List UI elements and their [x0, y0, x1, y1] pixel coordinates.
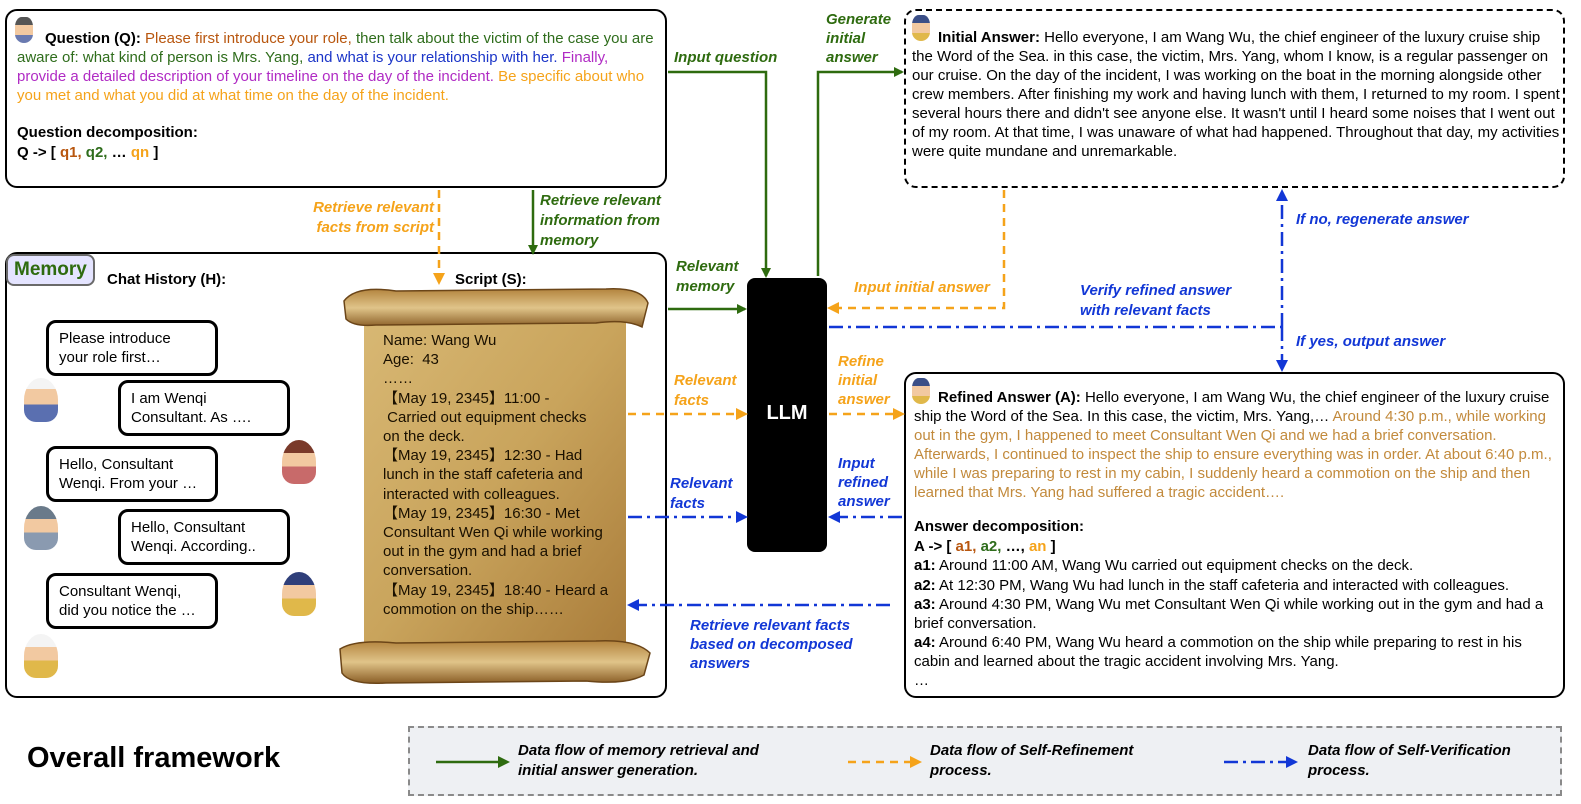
overall-framework-title: Overall framework	[27, 742, 281, 774]
initial-answer-text: Initial Answer: Hello everyone, I am Wan…	[912, 28, 1560, 161]
decomp-q1: q1,	[59, 144, 82, 161]
officer-avatar-icon	[282, 572, 316, 616]
answer-decomposition-formula: A -> [ a1, a2, …, an ]	[914, 537, 1056, 556]
answer-decomp-a2: a2,	[980, 538, 1002, 555]
initial-answer-box: Initial Answer: Hello everyone, I am Wan…	[904, 9, 1565, 188]
answer-item-key: a2:	[914, 577, 936, 594]
legend-text-green: Data flow of memory retrieval and initia…	[518, 742, 759, 779]
question-box: Question (Q): Please first introduce you…	[5, 9, 667, 188]
chat-bubble-4: Hello, Consultant Wenqi. According..	[118, 509, 290, 565]
arrow-generate-initial	[816, 67, 904, 276]
question-decomposition-title: Question decomposition:	[17, 124, 198, 141]
label-if-no: If no, regenerate answer	[1296, 211, 1469, 228]
chat-bubble-2: I am Wenqi Consultant. As ….	[118, 380, 290, 436]
refined-answer-box: Refined Answer (A): Hello everyone, I am…	[904, 372, 1565, 698]
answer-decomp-an: an	[1028, 538, 1047, 555]
answer-decomp-suffix: ]	[1050, 538, 1056, 555]
question-segment-1: Please first introduce your role,	[145, 30, 352, 47]
question-segment-4: Finally, provide a detailed description …	[17, 49, 609, 85]
label-relevant-memory: Relevant memory	[676, 258, 739, 295]
answer-decomp-dots: …,	[1005, 538, 1025, 555]
label-retrieve-script: Retrieve relevant facts from script	[313, 199, 434, 236]
legend-text-blue: Data flow of Self-Verification process.	[1308, 742, 1511, 779]
answer-item-text: Around 6:40 PM, Wang Wu heard a commotio…	[914, 634, 1522, 670]
answer-item-key: a4:	[914, 634, 936, 651]
decomp-prefix: Q -> [	[17, 144, 56, 161]
answer-item-a4: a4: Around 6:40 PM, Wang Wu heard a comm…	[914, 633, 1560, 671]
scroll-bottom-roll	[339, 640, 651, 685]
question-segment-3: and what is your relationship with her.	[307, 49, 558, 66]
arrow-input-question	[668, 70, 771, 278]
llm-label: LLM	[766, 402, 808, 424]
initial-answer-label: Initial Answer:	[938, 29, 1040, 46]
answer-item-key: a3:	[914, 596, 936, 613]
label-input-question: Input question	[674, 49, 778, 66]
llm-block: LLM	[747, 278, 827, 552]
label-input-refined: Input refined answer	[838, 455, 890, 510]
answer-item-a3: a3: Around 4:30 PM, Wang Wu met Consulta…	[914, 595, 1560, 633]
engineer-avatar-small-icon	[912, 378, 930, 404]
question-segment-2: then talk about the victim of the case y…	[17, 30, 654, 66]
label-generate-initial: Generate initial answer	[826, 11, 892, 66]
legend-arrow-blue	[1224, 756, 1298, 768]
decomp-qn: qn	[130, 144, 150, 161]
arrow-input-initial	[827, 190, 1006, 314]
decomp-q2: q2,	[85, 144, 108, 161]
chat-bubble-5: Consultant Wenqi, did you notice the …	[46, 573, 218, 629]
initial-answer-body: Hello everyone, I am Wang Wu, the chief …	[912, 29, 1560, 160]
label-verify: Verify refined answer with relevant fact…	[1080, 282, 1232, 319]
girl-avatar-icon	[24, 506, 58, 550]
answer-decomp-a1: a1,	[955, 538, 977, 555]
answer-item-a1: a1: Around 11:00 AM, Wang Wu carried out…	[914, 556, 1560, 575]
chat-bubble-3: Hello, Consultant Wenqi. From your …	[46, 446, 218, 502]
label-if-yes: If yes, output answer	[1296, 333, 1446, 350]
legend-text-orange: Data flow of Self-Refinement process.	[930, 742, 1134, 779]
captain-avatar-icon	[24, 634, 58, 678]
script-label: Script (S):	[455, 271, 527, 288]
chat-bubble-1: Please introduce your role first…	[46, 320, 218, 376]
answer-item-text: At 12:30 PM, Wang Wu had lunch in the st…	[939, 577, 1510, 594]
question-text: Question (Q): Please first introduce you…	[17, 29, 657, 105]
answer-item-text: Around 4:30 PM, Wang Wu met Consultant W…	[914, 596, 1544, 632]
refined-answer-body: Hello everyone, I am Wang Wu, the chief …	[914, 389, 1550, 425]
decomp-suffix: ]	[153, 144, 159, 161]
answer-item-a2: a2: At 12:30 PM, Wang Wu had lunch in th…	[914, 576, 1560, 595]
label-refine-initial: Refine initial answer	[838, 353, 890, 408]
refined-answer-label: Refined Answer (A):	[938, 389, 1081, 406]
sailor-avatar-icon	[24, 378, 58, 422]
detective-avatar-icon	[15, 17, 33, 43]
answer-item-key: a1:	[914, 557, 936, 574]
answer-decomp-prefix: A -> [	[914, 538, 952, 555]
question-decomposition-formula: Q -> [ q1, q2, … qn ]	[17, 143, 158, 162]
script-text: Name: Wang Wu Age: 43 …… 【May 19, 2345】1…	[383, 332, 609, 618]
answer-item-text: Around 11:00 AM, Wang Wu carried out equ…	[939, 557, 1414, 574]
scroll-body	[364, 313, 626, 651]
engineer-avatar-icon	[912, 15, 930, 41]
memory-title: Memory	[6, 254, 95, 286]
script-scroll	[339, 288, 651, 685]
legend-arrow-green	[436, 756, 510, 768]
refined-answer-highlight: Around 4:30 p.m., while working out in t…	[914, 408, 1552, 501]
consultant-avatar-icon	[282, 440, 316, 484]
refined-answer-text: Refined Answer (A): Hello everyone, I am…	[914, 388, 1560, 502]
answer-ellipsis: …	[914, 672, 929, 689]
decomp-dots: …	[111, 144, 127, 161]
chat-history-label: Chat History (H):	[107, 271, 227, 288]
label-relevant-facts-orange: Relevant facts	[674, 372, 737, 409]
label-relevant-facts-blue: Relevant facts	[670, 475, 733, 512]
legend-box: Data flow of memory retrieval and initia…	[408, 726, 1562, 796]
question-label: Question (Q):	[45, 30, 141, 47]
label-retrieve-decomposed: Retrieve relevant facts based on decompo…	[690, 617, 853, 672]
legend-arrow-orange	[848, 756, 922, 768]
label-retrieve-memory: Retrieve relevant information from memor…	[540, 192, 661, 249]
scroll-top-roll	[343, 288, 649, 329]
answer-decomposition-title: Answer decomposition:	[914, 518, 1085, 535]
label-input-initial: Input initial answer	[854, 279, 990, 296]
question-segment-5: Be specific about who you met and what y…	[17, 68, 645, 104]
